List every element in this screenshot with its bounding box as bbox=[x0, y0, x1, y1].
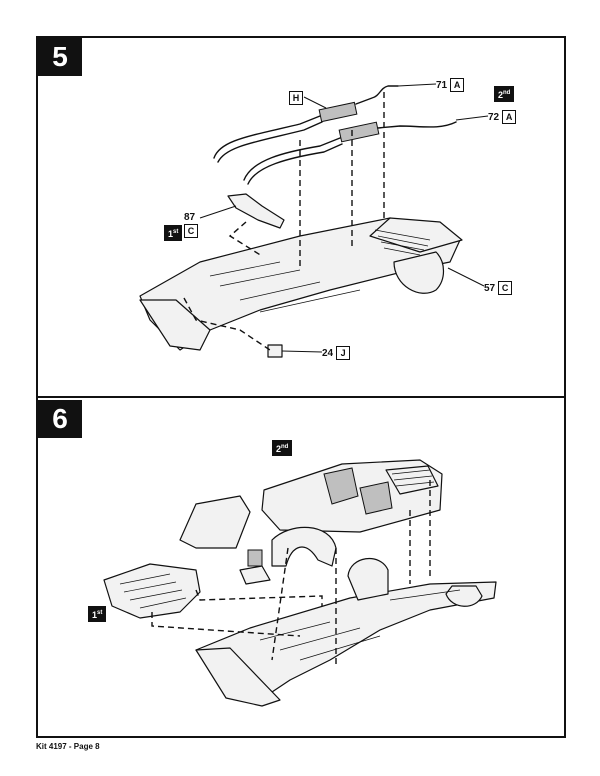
tailpipe-71 bbox=[355, 85, 399, 105]
chassis-front-rail bbox=[195, 647, 281, 707]
exhaust-pipe-left-inner bbox=[217, 121, 323, 163]
callout-sprue-letter: C bbox=[184, 224, 198, 238]
floor-detail bbox=[209, 261, 361, 313]
callout-part-number: 72 bbox=[488, 111, 500, 123]
step-5-chassis-drawing bbox=[139, 217, 485, 351]
rear-seat-detail bbox=[391, 469, 435, 487]
leader-71 bbox=[397, 83, 437, 87]
order-second-number: 2 bbox=[498, 90, 504, 100]
order-first-number: 1 bbox=[92, 610, 98, 620]
rear-wheel-tub bbox=[393, 251, 445, 294]
leader-87 bbox=[199, 205, 237, 219]
callout-sprue-letter: A bbox=[450, 78, 465, 92]
step-5-order-second: 2nd bbox=[494, 86, 515, 102]
part-24-drawing bbox=[267, 344, 323, 358]
engine-detail bbox=[119, 573, 187, 609]
order-second-number: 2 bbox=[276, 444, 282, 454]
callout-part-number: 71 bbox=[436, 79, 448, 91]
step-6-order-first: 1st bbox=[88, 606, 107, 622]
front-wheel-well bbox=[271, 526, 337, 567]
guide-line-5 bbox=[183, 297, 271, 351]
callout-24: 24 J bbox=[322, 346, 351, 360]
rib-detail bbox=[374, 229, 431, 256]
guide-line-9 bbox=[271, 547, 289, 661]
front-inner-fender bbox=[179, 495, 251, 549]
exhaust-pipe-right-inner bbox=[247, 143, 343, 185]
step-6-number: 6 bbox=[52, 403, 68, 434]
callout-h: H bbox=[289, 91, 303, 105]
exhaust-pipe-left bbox=[213, 115, 321, 159]
callout-sprue-letter: J bbox=[336, 346, 351, 360]
callout-71: 71 A bbox=[436, 78, 465, 92]
muffler-lower bbox=[338, 121, 380, 143]
bracket bbox=[239, 565, 271, 585]
callout-part-number: 24 bbox=[322, 347, 334, 359]
rear-floor-ribbed bbox=[369, 217, 463, 253]
leader-57 bbox=[447, 267, 485, 287]
leader-h bbox=[303, 96, 327, 109]
callout-part-number: 87 bbox=[184, 212, 196, 223]
guide-line-4 bbox=[228, 221, 263, 257]
exhaust-system-drawing bbox=[213, 83, 489, 185]
guide-line-7 bbox=[195, 589, 323, 606]
callout-part-number: 57 bbox=[484, 282, 496, 294]
engine-block bbox=[103, 563, 201, 619]
order-first-number: 1 bbox=[168, 229, 174, 239]
part-87-drawing bbox=[227, 193, 285, 229]
order-second-suffix: nd bbox=[281, 444, 289, 450]
seat-left bbox=[323, 467, 359, 505]
callout-sprue-letter: A bbox=[502, 110, 517, 124]
exhaust-pipe-right bbox=[243, 137, 341, 181]
callout-sprue-letter: C bbox=[498, 281, 513, 295]
step-6-chassis-drawing bbox=[195, 557, 497, 707]
leader-72 bbox=[455, 115, 489, 121]
callout-87: 87 C bbox=[184, 212, 198, 238]
tailpipe-72 bbox=[377, 121, 457, 129]
callout-57: 57 C bbox=[484, 281, 513, 295]
leader-24 bbox=[281, 350, 323, 353]
order-first-suffix: st bbox=[97, 610, 103, 616]
order-first-suffix: st bbox=[173, 229, 179, 235]
front-frame-rail bbox=[139, 299, 211, 351]
muffler-upper bbox=[318, 101, 358, 123]
page-footer: Kit 4197 - Page 8 bbox=[36, 742, 100, 751]
step-5-number: 5 bbox=[52, 41, 68, 72]
order-second-suffix: nd bbox=[503, 90, 511, 96]
step-6-body-drawing bbox=[179, 459, 443, 585]
step-5-order-first: 1st bbox=[164, 225, 183, 241]
step-5-badge: 5 bbox=[38, 38, 82, 76]
seat-right bbox=[359, 481, 393, 515]
callout-sprue-letter: H bbox=[289, 91, 303, 105]
step-divider bbox=[36, 396, 566, 398]
chassis-detail bbox=[259, 589, 461, 661]
step-6-order-second: 2nd bbox=[272, 440, 293, 456]
part-24-body bbox=[267, 344, 283, 358]
step-6-badge: 6 bbox=[38, 400, 82, 438]
instruction-frame bbox=[36, 36, 566, 738]
engine-drawing bbox=[103, 563, 201, 619]
callout-72: 72 A bbox=[488, 110, 517, 124]
rear-tub-left bbox=[347, 557, 389, 601]
guide-line-6 bbox=[151, 612, 301, 637]
battery-box bbox=[247, 549, 263, 567]
